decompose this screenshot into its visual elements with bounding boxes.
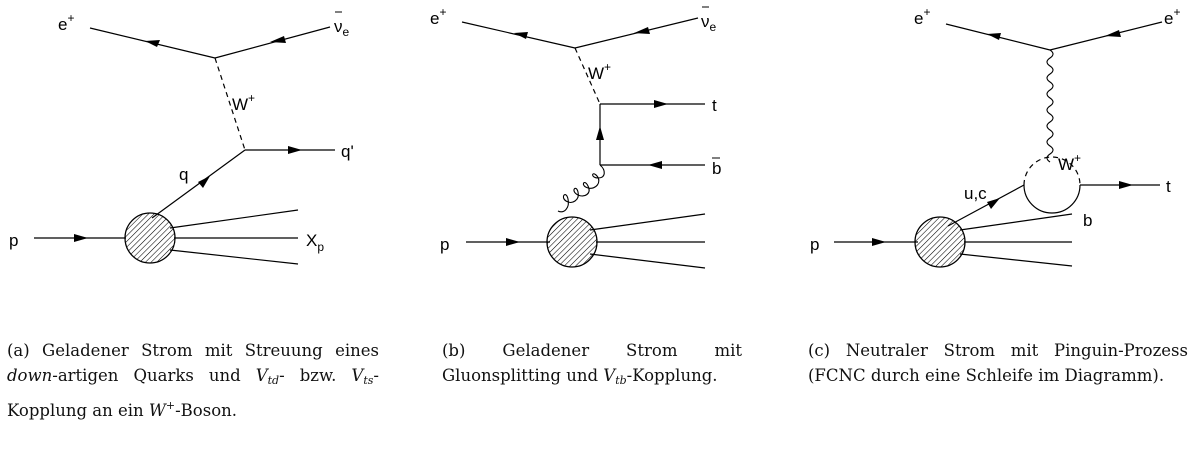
- proton-blob: [914, 216, 966, 268]
- boson-wavy-line: [1046, 49, 1054, 163]
- label-p: p: [440, 235, 449, 254]
- w-boson-line: [574, 47, 601, 105]
- remnant-line: [169, 209, 299, 229]
- label-q-prime: q': [341, 142, 354, 161]
- arrow-icon: [987, 198, 1000, 209]
- arrow-icon: [514, 32, 528, 39]
- arrow-icon: [872, 238, 886, 246]
- svg-text:W+: W+: [1058, 151, 1081, 174]
- arrow-icon: [654, 100, 668, 108]
- proton-blob: [546, 216, 598, 268]
- diagram-c: e+ e+ W+ u,c t b p (c) Neutraler Strom m…: [800, 0, 1193, 450]
- label-uc: u,c: [964, 184, 987, 203]
- svg-text:Xp: Xp: [306, 231, 324, 254]
- neutrino-line: [214, 26, 331, 59]
- b-loop-solid: [1023, 184, 1081, 214]
- remnant-line: [169, 249, 299, 265]
- svg-text:νe: νe: [334, 17, 350, 39]
- label-w: W: [1058, 155, 1074, 174]
- label-p: p: [9, 231, 18, 250]
- label-b: b: [712, 159, 721, 178]
- arrow-icon: [1105, 30, 1121, 37]
- label-p: p: [810, 235, 819, 254]
- w-loop-dashed: [1023, 156, 1081, 186]
- diagram-a: e+ νe W+ q q' p Xp (a) Geladener Strom m…: [0, 0, 400, 450]
- arrow-icon: [987, 33, 1001, 40]
- svg-text:e+: e+: [58, 11, 74, 34]
- arrow-icon: [270, 36, 286, 43]
- remnant-line: [959, 213, 1073, 231]
- caption-c: (c) Neutraler Strom mit Pinguin-Prozess …: [808, 341, 1188, 385]
- caption-b: (b) Geladener Strom mit Gluonsplitting u…: [442, 341, 742, 387]
- arrow-icon: [1119, 181, 1133, 189]
- arrow-icon: [288, 146, 302, 154]
- feynman-diagram-a: e+ νe W+ q q' p Xp: [9, 11, 354, 265]
- label-w: W: [588, 64, 604, 83]
- label-t: t: [1166, 177, 1171, 196]
- arrow-icon: [648, 161, 662, 169]
- remnant-line: [589, 213, 706, 231]
- label-w: W: [232, 95, 248, 114]
- svg-text:νe: νe: [701, 12, 717, 34]
- label-e-plus: e: [430, 9, 439, 28]
- label-e-plus-left: e: [914, 9, 923, 28]
- label-x: X: [306, 231, 317, 250]
- arrow-icon: [596, 126, 604, 140]
- diagram-b: e+ νe W+ t b p (b) Geladener Strom mit G…: [400, 0, 800, 450]
- remnant-line: [589, 253, 706, 269]
- label-nu: ν: [701, 12, 710, 31]
- svg-text:W+: W+: [232, 91, 255, 114]
- feynman-diagram-c: e+ e+ W+ u,c t b p: [810, 5, 1180, 268]
- svg-text:W+: W+: [588, 60, 611, 83]
- arrow-icon: [145, 40, 160, 47]
- label-nu: ν: [334, 17, 343, 36]
- quark-line: [151, 149, 246, 219]
- label-b: b: [1083, 211, 1092, 230]
- label-q: q: [179, 165, 188, 184]
- arrow-icon: [198, 176, 210, 188]
- proton-blob: [124, 212, 176, 264]
- w-boson-line: [214, 57, 246, 151]
- svg-text:e+: e+: [1164, 5, 1180, 28]
- label-e-plus: e: [58, 15, 67, 34]
- caption-a: (a) Geladener Strom mit Streu­ung eines …: [7, 341, 379, 420]
- quark-line: [947, 184, 1025, 227]
- arrow-icon: [634, 27, 650, 34]
- gluon-line: [557, 164, 605, 213]
- svg-text:e+: e+: [914, 5, 930, 28]
- label-t: t: [712, 96, 717, 115]
- svg-text:e+: e+: [430, 5, 446, 28]
- feynman-diagram-b: e+ νe W+ t b p: [430, 5, 721, 269]
- arrow-icon: [506, 238, 520, 246]
- label-e-plus-right: e: [1164, 9, 1173, 28]
- arrow-icon: [74, 234, 88, 242]
- remnant-line: [959, 253, 1073, 267]
